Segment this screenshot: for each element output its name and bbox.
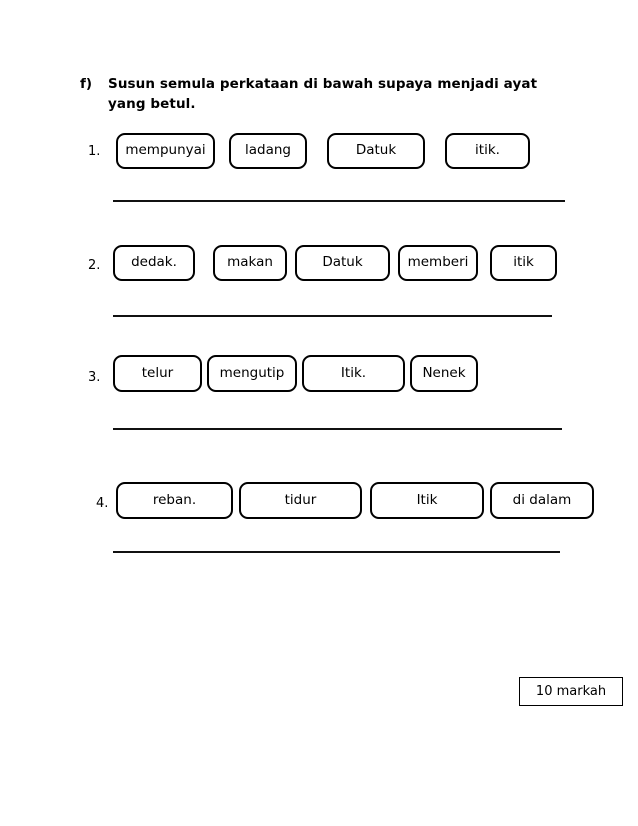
word-box[interactable]: di dalam <box>490 482 594 519</box>
word-box[interactable]: ladang <box>229 133 307 169</box>
word-box[interactable]: mempunyai <box>116 133 215 169</box>
answer-line-2[interactable] <box>113 315 552 317</box>
question-number-1: 1. <box>88 144 101 159</box>
word-box[interactable]: memberi <box>398 245 478 281</box>
answer-line-3[interactable] <box>113 428 562 430</box>
word-box[interactable]: Nenek <box>410 355 478 392</box>
word-box[interactable]: itik. <box>445 133 530 169</box>
word-box[interactable]: tidur <box>239 482 362 519</box>
word-box[interactable]: mengutip <box>207 355 297 392</box>
question-number-3: 3. <box>88 370 101 385</box>
question-number-2: 2. <box>88 258 101 273</box>
marks-box: 10 markah <box>519 677 623 706</box>
question-letter: f) <box>80 76 93 92</box>
word-box[interactable]: Datuk <box>295 245 390 281</box>
question-instruction: Susun semula perkataan di bawah supaya m… <box>108 76 538 112</box>
word-box[interactable]: Itik. <box>302 355 405 392</box>
word-box[interactable]: makan <box>213 245 287 281</box>
word-box[interactable]: itik <box>490 245 557 281</box>
word-box[interactable]: reban. <box>116 482 233 519</box>
word-box[interactable]: telur <box>113 355 202 392</box>
word-box[interactable]: dedak. <box>113 245 195 281</box>
word-box[interactable]: Itik <box>370 482 484 519</box>
question-number-4: 4. <box>96 496 109 511</box>
answer-line-1[interactable] <box>113 200 565 202</box>
question-heading: f) Susun semula perkataan di bawah supay… <box>80 74 550 114</box>
word-box[interactable]: Datuk <box>327 133 425 169</box>
answer-line-4[interactable] <box>113 551 560 553</box>
